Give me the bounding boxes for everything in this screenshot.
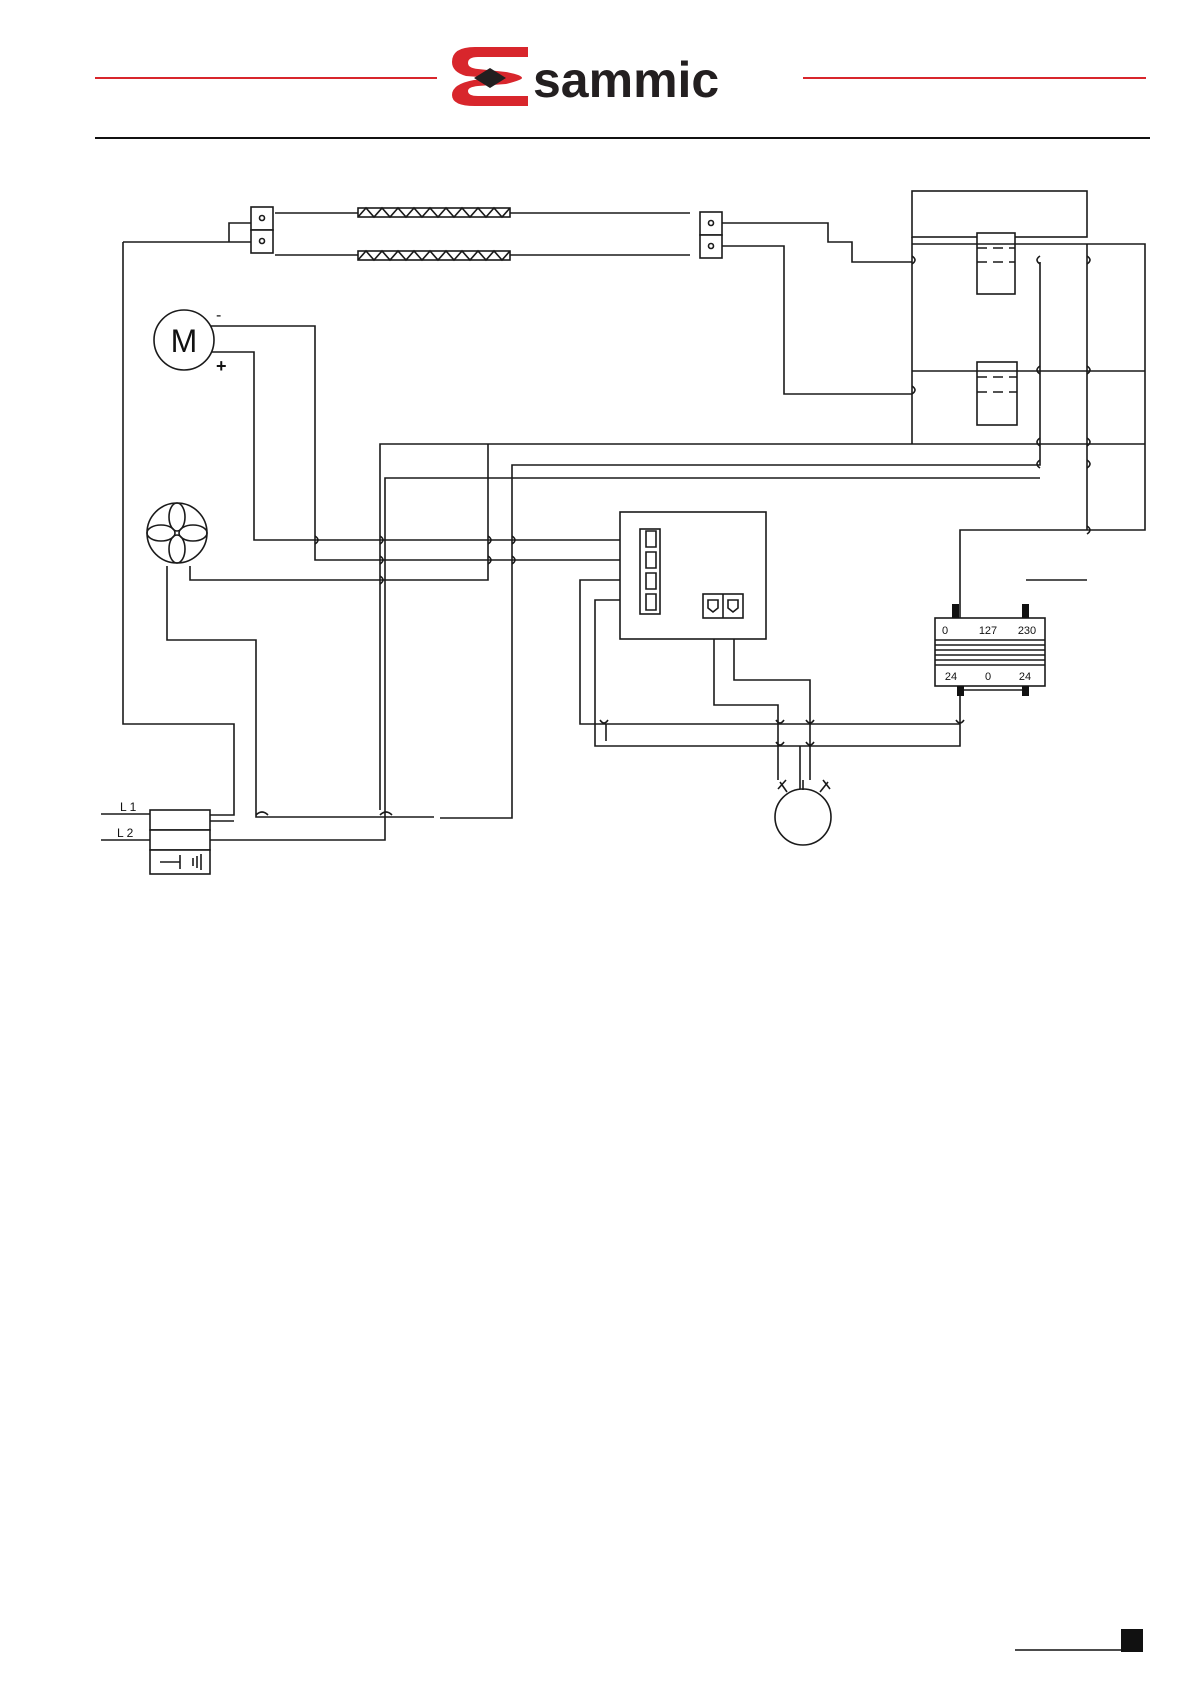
lamp-icon [775, 780, 831, 845]
control-board [620, 512, 766, 639]
transformer-bottom-label-24b: 24 [1019, 671, 1031, 683]
brand-name: sammic [533, 52, 719, 108]
line-2-label: L 2 [117, 826, 134, 840]
power-input-terminal: L 1 L 2 [101, 800, 210, 874]
fan-icon [147, 503, 207, 563]
transformer-top-label-127: 127 [979, 625, 997, 637]
heater-leads [275, 213, 690, 255]
transformer-bottom-label-0: 0 [985, 671, 991, 683]
header: sammic [95, 47, 1150, 138]
line-1-label: L 1 [120, 800, 137, 814]
heating-element-top [358, 208, 510, 217]
transformer-top-label-230: 230 [1018, 625, 1036, 637]
footer [1015, 1629, 1143, 1652]
circuit: M - + 0 [101, 191, 1145, 874]
motor-plus-label: + [216, 356, 227, 376]
terminal-block-left [251, 207, 273, 253]
heating-element-bottom [358, 251, 510, 260]
sammic-logo-icon [452, 47, 528, 106]
control-enclosure [912, 191, 1087, 237]
motor-icon: M - + [154, 307, 227, 376]
relay-top [977, 233, 1015, 294]
motor-label: M [171, 323, 198, 359]
terminal-block-right [700, 212, 722, 258]
page-marker [1121, 1629, 1143, 1652]
transformer-bottom-label-24a: 24 [945, 671, 957, 683]
transformer: 0 127 230 24 0 24 [935, 604, 1045, 696]
transformer-top-label-0: 0 [942, 625, 948, 637]
motor-minus-label: - [216, 307, 221, 324]
